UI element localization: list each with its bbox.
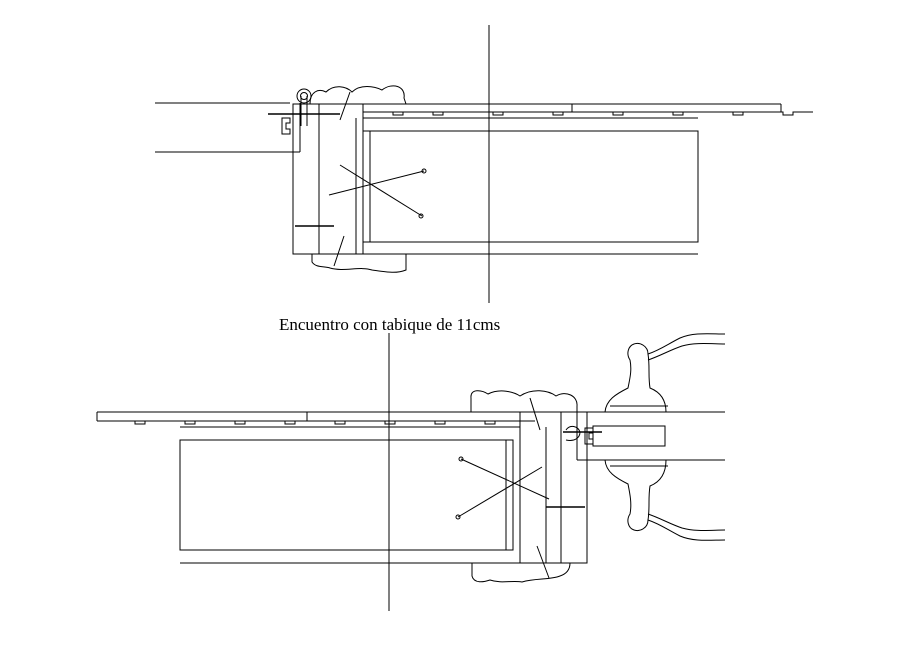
bottom-nails xyxy=(455,397,585,579)
top-door-frame-section xyxy=(155,25,813,303)
top-door-leaf xyxy=(363,103,813,116)
top-lower-moulding xyxy=(311,254,407,273)
bottom-frame-box xyxy=(179,411,588,564)
top-wall xyxy=(155,102,301,153)
door-handle xyxy=(604,333,726,541)
bottom-door-leaf xyxy=(96,411,535,425)
bottom-upper-moulding xyxy=(470,390,578,412)
top-hinge xyxy=(268,88,340,135)
drawing-caption: Encuentro con tabique de 11cms xyxy=(279,315,501,334)
bottom-wall xyxy=(563,411,725,461)
top-nails xyxy=(295,91,427,267)
bottom-lower-moulding xyxy=(471,562,571,583)
top-upper-moulding xyxy=(309,85,407,105)
top-frame-box xyxy=(292,103,699,255)
bottom-door-frame-section-with-handle xyxy=(96,333,726,611)
